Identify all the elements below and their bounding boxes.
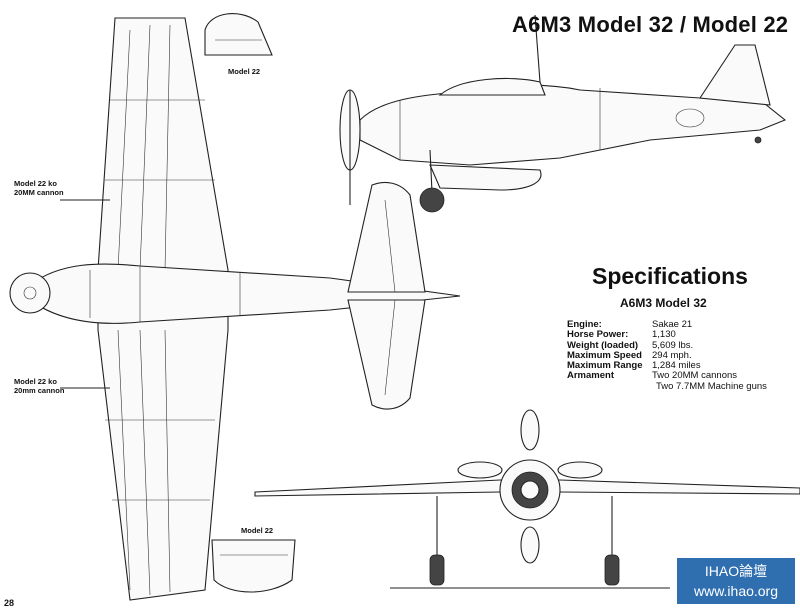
wingtip-detail-bottom	[211, 539, 296, 593]
spec-row-weight: Weight (loaded) 5,609 lbs.	[567, 339, 767, 351]
spec-row-armament: Armament Two 20MM cannons	[567, 370, 767, 382]
spec-label: Maximum Speed	[567, 349, 642, 361]
callout-model22-ko-lower: Model 22 ko 20mm cannon	[14, 377, 65, 395]
spec-label: Engine:	[567, 319, 602, 330]
specifications-heading: Specifications	[592, 263, 748, 289]
callout-line: 20MM cannon	[14, 187, 64, 197]
wingtip-detail-top	[204, 13, 273, 56]
spec-value: 1,130	[652, 329, 676, 341]
side-view	[339, 14, 787, 213]
spec-value: Two 20MM cannons	[652, 370, 738, 382]
specifications-table: Engine: Sakae 21 Horse Power: 1,130 Weig…	[567, 319, 767, 392]
spec-row-horse-power: Horse Power: 1,130	[567, 329, 767, 341]
callout-line: 20mm cannon	[14, 385, 65, 395]
spec-label: Maximum Range	[567, 360, 643, 372]
plan-view	[9, 17, 461, 601]
page-number: 28	[4, 598, 15, 608]
spec-label: Horse Power:	[567, 329, 629, 341]
watermark-badge: IHAO論壇 www.ihao.org	[677, 558, 795, 604]
spec-value: 294 mph.	[652, 349, 692, 361]
spec-row-engine: Engine: Sakae 21	[567, 319, 767, 330]
front-view	[254, 409, 800, 589]
callout-line: Model 22 ko	[14, 377, 57, 386]
callout-model22-ko-upper: Model 22 ko 20MM cannon	[14, 179, 64, 197]
spec-value: 5,609 lbs.	[652, 339, 694, 351]
spec-armament-extra: Two 7.7MM Machine guns	[656, 380, 767, 392]
spec-label: Armament	[567, 370, 614, 382]
spec-label: Weight (loaded)	[567, 339, 639, 351]
spec-row-max-speed: Maximum Speed 294 mph.	[567, 349, 767, 361]
watermark-line2: www.ihao.org	[693, 583, 779, 599]
callout-model22-top: Model 22	[228, 67, 261, 76]
spec-value: 1,284 miles	[652, 360, 701, 372]
drawing-title: A6M3 Model 32 / Model 22	[512, 12, 789, 37]
callout-model22-bottom: Model 22	[241, 526, 274, 535]
spec-value: Sakae 21	[652, 319, 693, 330]
specifications-model: A6M3 Model 32	[620, 296, 707, 310]
callout-line: Model 22 ko	[14, 179, 57, 188]
spec-row-max-range: Maximum Range 1,284 miles	[567, 360, 767, 372]
watermark-line1: IHAO論壇	[704, 563, 768, 579]
